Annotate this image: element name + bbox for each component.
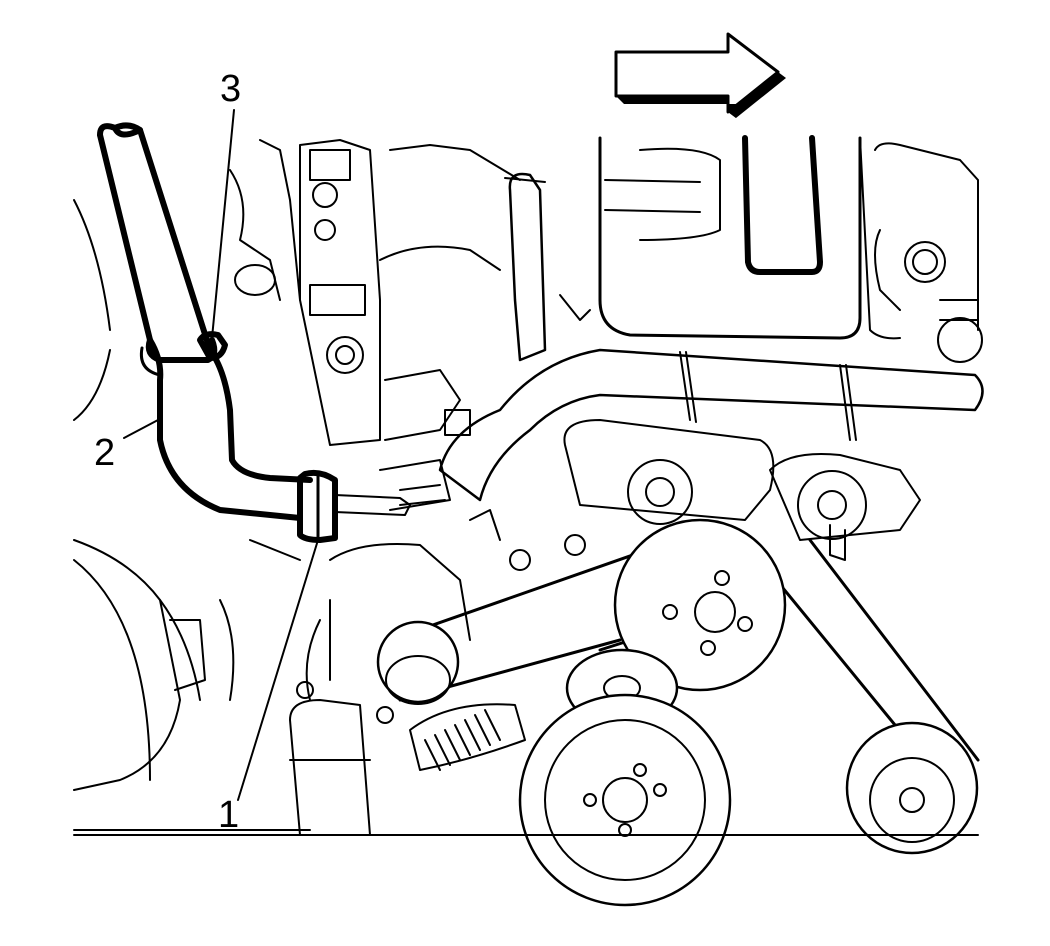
heater-hose	[97, 122, 313, 521]
leader-line-1	[237, 539, 319, 801]
callout-1: 1	[218, 794, 240, 836]
lower-left-components	[289, 543, 471, 836]
hose-connector	[297, 469, 411, 543]
thermostat-housings	[563, 419, 921, 561]
leader-line-2	[123, 419, 159, 439]
leader-line-3	[211, 109, 235, 339]
crank-pulley	[518, 693, 732, 907]
water-pump-pulley	[613, 518, 787, 692]
upper-hose	[504, 172, 547, 362]
left-frame-lines	[73, 199, 311, 831]
right-engine-detail	[874, 142, 983, 363]
coolant-hose-main	[438, 348, 984, 502]
leader-lines	[123, 109, 319, 801]
engine-block-detail	[229, 144, 591, 571]
arrow-right-icon	[614, 32, 786, 118]
hose-clamp	[139, 337, 218, 377]
engine-cover	[598, 135, 901, 340]
callout-2: 2	[94, 432, 116, 474]
hose-clip	[197, 331, 228, 361]
callout-3: 3	[220, 68, 242, 110]
ac-compressor-pulley	[845, 721, 979, 855]
tensioner-spring	[409, 703, 526, 771]
sensor-assembly	[259, 139, 381, 446]
idler-pulley	[376, 620, 460, 705]
